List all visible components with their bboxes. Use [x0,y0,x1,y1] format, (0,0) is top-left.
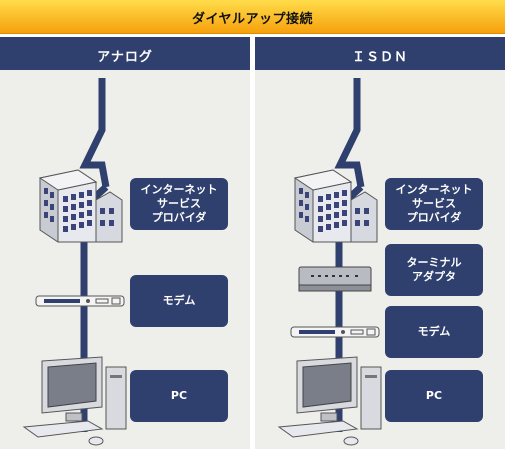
terminal-adapter-box: ターミナル アダプタ [385,244,483,296]
pc-box-isdn: PC [385,370,483,422]
page-title: ダイヤルアップ接続 [191,12,314,27]
modem-icon [35,295,125,307]
analog-diagram-graphics [22,78,127,446]
building-icon [293,169,378,243]
computer-icon [277,356,382,446]
isdn-column: ＩＳＤＮ [255,37,505,449]
building-icon [38,169,123,243]
analog-column-header: アナログ [0,37,250,70]
pc-box-analog: PC [130,370,228,422]
isdn-column-title: ＩＳＤＮ [351,50,408,65]
isp-box-analog: インターネット サービス プロバイダ [130,178,228,230]
terminal-adapter-icon [298,266,372,292]
isdn-diagram-graphics [277,78,382,446]
modem-box-isdn: モデム [385,306,483,358]
computer-icon [22,356,127,446]
isp-box-isdn: インターネット サービス プロバイダ [385,178,483,230]
modem-icon [290,326,380,338]
title-bar: ダイヤルアップ接続 [0,0,505,34]
analog-column-title: アナログ [97,50,153,65]
isdn-column-header: ＩＳＤＮ [255,37,505,70]
modem-box-analog: モデム [130,275,228,327]
analog-column: アナログ [0,37,250,449]
